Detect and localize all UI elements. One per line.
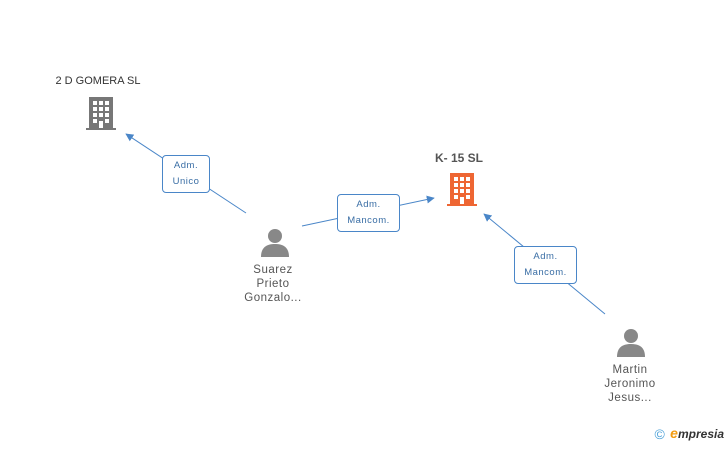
building-icon[interactable] — [85, 95, 117, 131]
person-name-line: Gonzalo... — [244, 292, 302, 304]
role-badge-adm-mancom-suarez[interactable]: Adm. Mancom. — [337, 194, 400, 232]
person-name-line: Martin — [612, 364, 648, 376]
empresia-watermark[interactable]: © empresia — [655, 425, 725, 442]
person-name-martin[interactable]: Martin Jeronimo Jesus... — [575, 363, 685, 405]
brand-logo-e: e — [670, 425, 678, 441]
role-line: Adm. — [173, 160, 199, 171]
person-icon[interactable] — [259, 227, 291, 257]
person-icon[interactable] — [615, 327, 647, 357]
role-line: Adm. — [356, 199, 381, 210]
company-name-k15[interactable]: K- 15 SL — [434, 151, 484, 165]
company-name-2dgomera[interactable]: 2 D GOMERA SL — [55, 75, 141, 87]
role-line: Mancom. — [347, 215, 390, 226]
role-badge-adm-mancom-martin[interactable]: Adm. Mancom. — [514, 246, 577, 284]
copyright-symbol: © — [654, 426, 665, 442]
person-name-line: Jesus... — [608, 392, 652, 404]
role-line: Unico — [172, 176, 200, 187]
role-badge-adm-unico[interactable]: Adm. Unico — [162, 155, 210, 193]
brand-name: mpresia — [677, 427, 724, 441]
person-name-line: Suarez — [253, 264, 293, 276]
role-line: Mancom. — [524, 267, 567, 278]
person-name-suarez[interactable]: Suarez Prieto Gonzalo... — [218, 263, 328, 305]
person-name-line: Prieto — [256, 278, 290, 290]
role-line: Adm. — [533, 251, 558, 262]
person-name-line: Jeronimo — [604, 378, 656, 390]
building-icon[interactable] — [446, 171, 478, 207]
